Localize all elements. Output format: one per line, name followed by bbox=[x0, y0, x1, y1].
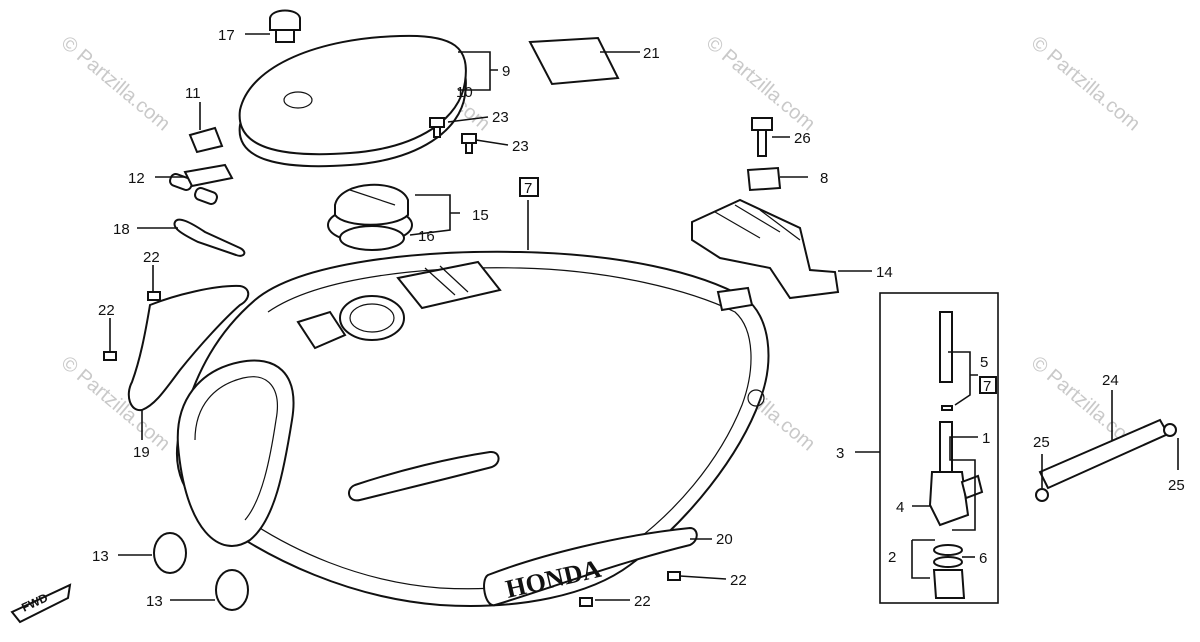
callout-22: 22 bbox=[730, 572, 747, 589]
callout-12: 12 bbox=[128, 170, 145, 187]
callout-22: 22 bbox=[98, 302, 115, 319]
callout-13: 13 bbox=[146, 593, 163, 610]
callout-23: 23 bbox=[492, 109, 509, 126]
watermark: © Partzilla.com bbox=[57, 32, 174, 135]
callout-4: 4 bbox=[896, 499, 904, 516]
grommet-8 bbox=[746, 166, 782, 192]
callout-24: 24 bbox=[1102, 372, 1119, 389]
band-18 bbox=[173, 218, 246, 257]
callouts: 17 21 9 10 11 12 18 23 23 26 8 15 16 14 … bbox=[92, 27, 1185, 610]
ref-box-7 bbox=[979, 376, 997, 394]
fuel-cap bbox=[327, 183, 413, 251]
callout-26: 26 bbox=[794, 130, 811, 147]
ref-box-label: 7 bbox=[983, 378, 991, 395]
ref-box-label: 7 bbox=[524, 180, 532, 197]
callout-23: 23 bbox=[512, 138, 529, 155]
callout-16: 16 bbox=[418, 228, 435, 245]
callout-17: 17 bbox=[218, 27, 235, 44]
callout-25: 25 bbox=[1033, 434, 1050, 451]
bracket-14 bbox=[691, 198, 840, 300]
callout-21: 21 bbox=[643, 45, 660, 62]
callout-6: 6 bbox=[979, 550, 987, 567]
callout-9: 9 bbox=[502, 63, 510, 80]
callout-8: 8 bbox=[820, 170, 828, 187]
watermark: © Partzilla.com bbox=[1027, 32, 1144, 135]
washer-11 bbox=[188, 126, 224, 154]
callout-25: 25 bbox=[1168, 477, 1185, 494]
fwd-arrow: FWD bbox=[10, 583, 72, 624]
callout-11: 11 bbox=[185, 85, 201, 102]
petcock bbox=[928, 311, 984, 599]
cap-17 bbox=[269, 9, 301, 43]
bolt-26 bbox=[751, 117, 773, 157]
callout-22: 22 bbox=[143, 249, 160, 266]
decal-21 bbox=[528, 36, 620, 86]
rubber-13 bbox=[153, 532, 249, 611]
clip-12 bbox=[169, 163, 234, 205]
callout-3: 3 bbox=[836, 445, 844, 462]
tank-cover bbox=[238, 34, 467, 168]
callout-5: 5 bbox=[980, 354, 988, 371]
screw-22 bbox=[103, 291, 681, 607]
callout-18: 18 bbox=[113, 221, 130, 238]
leader-lines bbox=[109, 33, 1179, 601]
callout-1: 1 bbox=[982, 430, 990, 447]
callout-15: 15 bbox=[472, 207, 489, 224]
bolt-23 bbox=[429, 117, 477, 154]
clip-25 bbox=[1035, 423, 1177, 502]
ref-box-7 bbox=[519, 177, 539, 197]
callout-2: 2 bbox=[888, 549, 896, 566]
callout-19: 19 bbox=[133, 444, 150, 461]
callout-13: 13 bbox=[92, 548, 109, 565]
callout-14: 14 bbox=[876, 264, 893, 281]
callout-20: 20 bbox=[716, 531, 733, 548]
assembly-box bbox=[879, 292, 999, 604]
callout-10: 10 bbox=[456, 84, 473, 101]
callout-22: 22 bbox=[634, 593, 651, 610]
fuel-tank bbox=[175, 250, 770, 607]
gasket-19 bbox=[127, 284, 250, 412]
